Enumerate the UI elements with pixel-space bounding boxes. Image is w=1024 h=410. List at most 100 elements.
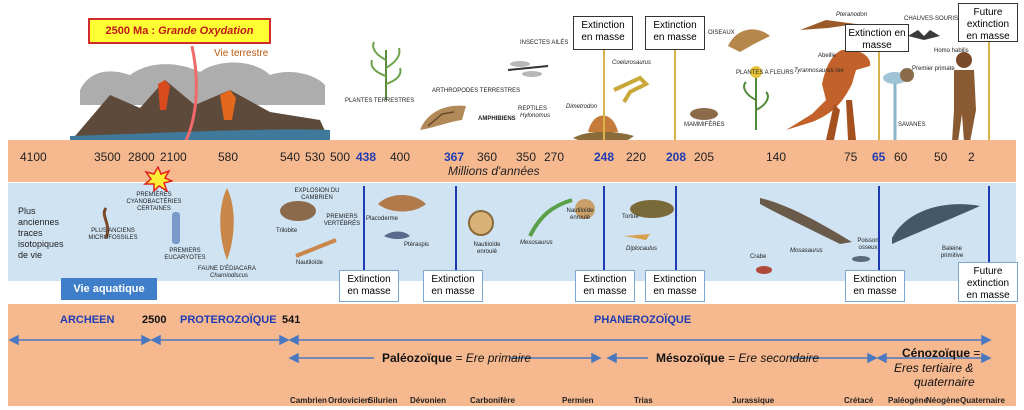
period-label: Ordovicien [328,396,370,405]
age-label: 350 [516,150,536,164]
period-label: Jurassique [732,396,774,405]
eucaryotes-label: PREMIERS EUCARYOTES [158,248,212,262]
period-label: Crétacé [844,396,873,405]
mammiferes-label: MAMMIFÈRES [684,122,725,129]
hylonomus-label: Hylonomus [520,113,550,120]
period-line-438 [363,186,365,278]
period-line-248 [603,186,605,278]
primitive-whale-illustration [888,198,984,248]
period-label: Silurien [368,396,397,405]
mammal-illustration [686,104,722,122]
age-label: 205 [694,150,714,164]
age-label: 580 [218,150,238,164]
age-label: 2100 [160,150,187,164]
period-label: Permien [562,396,594,405]
phanerozoique-label: PHANEROZOÏQUE [594,314,691,326]
age-label: 65 [872,150,885,164]
age-label: 248 [594,150,614,164]
period-line-65 [878,186,880,278]
age-unit-label: Millions d'années [448,164,540,178]
bird-illustration [724,22,772,56]
extinction-box-top-1: Extinction en masse [573,16,633,50]
age-label: 540 [280,150,300,164]
extinction-box-bottom-3: Extinction en masse [575,270,635,302]
age-label: 500 [330,150,350,164]
mesosaurus-label: Mesosaurus [520,240,553,247]
future-extinction-box-top: Future extinction en masse [958,3,1018,42]
reptiles-label: REPTILES [518,106,547,113]
nautiloid-coiled-illustration [466,208,496,238]
microfossiles-label: PLUS ANCIENS MICROFOSSILES [84,228,142,242]
oldest-traces-text: Plus anciennes traces isotopiques de vie [18,206,74,261]
age-label: 438 [356,150,376,164]
extinction-line-248-top [603,50,605,142]
pteraspis-label: Ptéraspis [404,242,429,249]
explosion-cambrien-label: EXPLOSION DU CAMBRIEN [292,188,342,202]
poisson-osseux-label: Poisson osseux [852,238,884,252]
archeen-label: ARCHEEN [60,314,114,326]
eukaryote-illustration [166,210,186,246]
age-label: 50 [934,150,947,164]
age-label: 60 [894,150,907,164]
nautiloide-label: Nautiloïde [296,260,323,267]
vie-terrestre-label: Vie terrestre [214,48,268,59]
proterozoique-label: PROTEROZOÏQUE [180,314,277,326]
bony-fish-illustration [850,254,872,264]
age-label: 400 [390,150,410,164]
extinction-line-208-top [674,50,676,142]
mosasaurus-illustration [756,190,856,246]
extinction-box-top-2: Extinction en masse [645,16,705,50]
nautiloid-straight-illustration [294,236,338,260]
age-label: 367 [444,150,464,164]
age-label: 530 [305,150,325,164]
premiers-vertebres-label: PREMIERS VERTÉBRÉS [322,214,362,228]
eon-541-label: 541 [282,314,300,326]
age-label: 140 [766,150,786,164]
extinction-box-bottom-2: Extinction en masse [423,270,483,302]
arthropodes-label: ARTHROPODES TERRESTRES [432,88,520,95]
extinction-line-65-top [878,52,880,142]
dimetrodon-label: Dimetrodon [566,104,597,111]
cenozoique-sub-1: Eres tertiaire & [894,361,973,375]
plant-illustration [366,40,406,100]
nautiloide-enroule-2-label: Nautiloïde enroulé [560,208,600,222]
coelurosaurus-illustration [610,70,650,104]
crabe-label: Crabe [750,254,766,261]
crab-illustration [752,264,776,276]
period-label: Quaternaire [960,396,1005,405]
period-label: Trias [634,396,653,405]
future-extinction-box-bottom: Future extinction en masse [958,262,1018,302]
future-extinction-line-top [988,42,990,142]
tyrannosaurus-label: Tyrannosaurus rex [794,68,844,75]
vie-aquatique-badge: Vie aquatique [61,278,157,300]
age-label: 3500 [94,150,121,164]
pteraspis-illustration [382,228,412,242]
cyanobacteries-label: PREMIÈRES CYANOBACTÉRIES CERTAINES [120,192,188,213]
savanes-label: SAVANES [898,122,925,129]
insectes-label: INSECTES AILÉS [520,40,568,47]
period-line-367 [455,186,457,278]
oxydation-star-icon [143,166,173,192]
homo-habilis-illustration [938,50,982,142]
age-label: 4100 [20,150,47,164]
insect-illustration [506,56,550,80]
mesozoique-label: Mésozoïque = Ere secondaire [656,351,819,365]
age-label: 2 [968,150,975,164]
homo-habilis-label: Homo habilis [934,48,969,55]
baleine-primitive-label: Baleine primitive [932,246,972,260]
age-label: 360 [477,150,497,164]
age-label: 2800 [128,150,155,164]
period-label: Paléogène [888,396,928,405]
placoderm-illustration [374,190,430,218]
nautiloide-enroule-label: Nautiloïde enroulé [468,242,506,256]
diplocaulus-label: Diplocaulus [626,246,657,253]
period-label: Cambrien [290,396,327,405]
amphibiens-label: AMPHIBIENS [478,116,516,123]
cenozoique-sub-2: quaternaire [914,375,975,389]
age-label: 208 [666,150,686,164]
bat-illustration [906,28,942,42]
paleozoique-label: Paléozoïque = Ere primaire [382,351,531,365]
eon-2500-label: 2500 [142,314,166,326]
pteranodon-label: Pteranodon [836,12,867,19]
